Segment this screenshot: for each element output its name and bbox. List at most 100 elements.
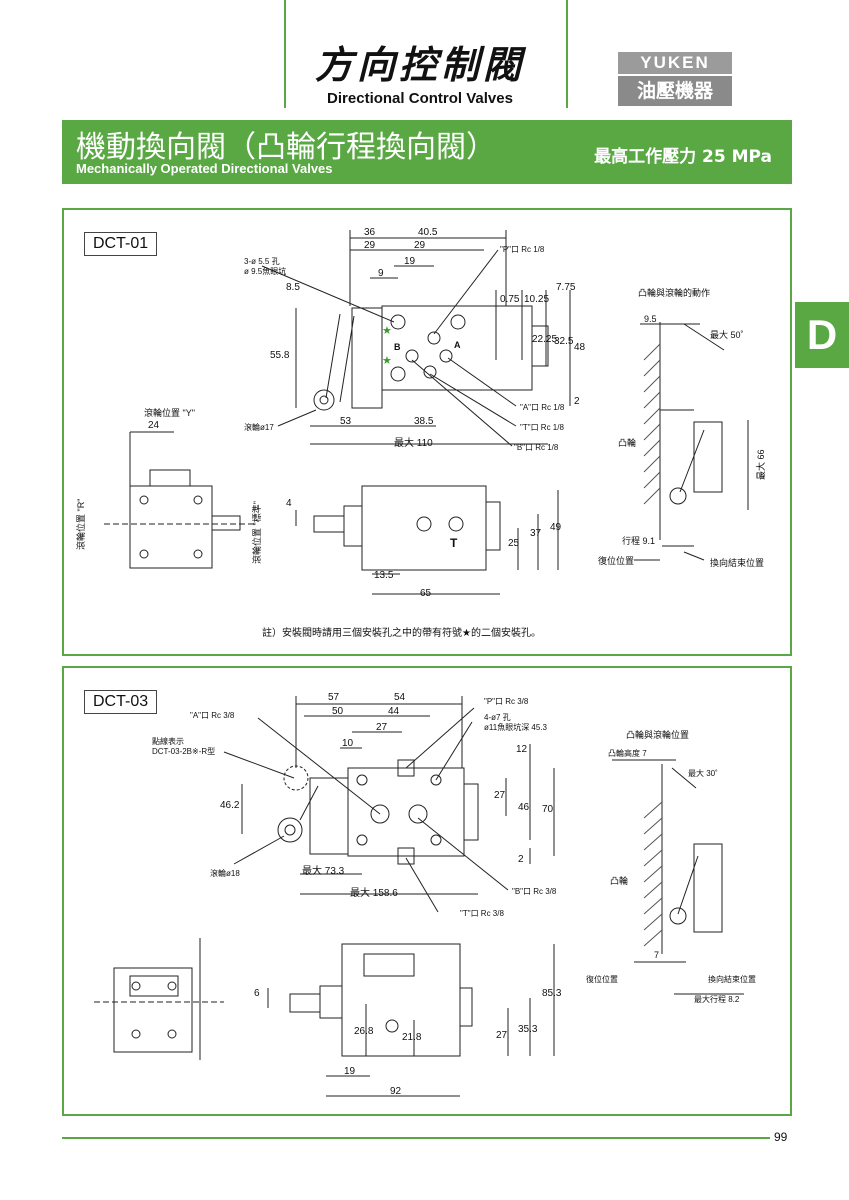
dct01-port-p (427, 331, 441, 345)
dct01-mount-hole-2 (450, 314, 466, 330)
dim-53: 53 (340, 416, 352, 427)
dct03-mount-hole (356, 774, 368, 786)
roller-pos-std: 滾輪位置 "標準" (252, 501, 262, 564)
leader-line (411, 359, 513, 447)
cam-hatching (643, 343, 661, 505)
dim-19: 19 (344, 1066, 356, 1077)
dct01-roller-hub (319, 395, 329, 405)
dim-10-25: 10.25 (524, 294, 550, 305)
dim-7-75: 7.75 (556, 282, 576, 293)
callout-holes: 3-ø 5.5 孔 (244, 257, 280, 266)
callout-t-port: "T"口 Rc 1/8 (520, 423, 564, 432)
dim-50: 50 (332, 706, 344, 717)
dct03-roller-dotted (283, 765, 309, 791)
dct03-front-cap (459, 987, 473, 1027)
star-icon: ★ (382, 325, 392, 337)
leader-line (257, 717, 381, 815)
angle-line (683, 323, 725, 351)
dct01-port-t (423, 365, 437, 379)
panel-dct03: DCT-03 (62, 666, 792, 1116)
max-pressure: 最高工作壓力 25 MPa (594, 147, 772, 167)
dct01-mount-hole-1 (390, 314, 406, 330)
dim-40-5: 40.5 (418, 227, 438, 238)
dim-25: 25 (508, 538, 520, 549)
leader-line (223, 751, 295, 779)
leader-line (417, 817, 509, 891)
dim-10: 10 (342, 738, 354, 749)
dct01-port-a (439, 349, 453, 363)
dct03-roller (277, 817, 303, 843)
leader-line (447, 357, 517, 407)
dct03-front-roller (289, 993, 321, 1013)
dct03-port-p (397, 759, 415, 777)
dim-27a: 27 (376, 722, 388, 733)
dim-29b: 29 (414, 240, 426, 251)
dim-24: 24 (148, 420, 160, 431)
dct01-roller (313, 389, 335, 411)
callout-holes: 4-ø7 孔 (484, 713, 511, 722)
dct03-front-window (363, 953, 415, 977)
cam-title: 凸輪與滾輪位置 (626, 730, 690, 740)
star-icon: ★ (382, 355, 392, 367)
angle-line (671, 767, 697, 789)
dim-27c: 27 (496, 1030, 508, 1041)
install-note: 註）安裝閥時請用三個安裝孔之中的帶有符號★的二個安裝孔。 (262, 628, 541, 639)
dct03-side-hole (131, 981, 141, 991)
cam-end: 換向結束位置 (708, 975, 756, 984)
dct03-mount-hole (430, 834, 442, 846)
banner-title-en: Mechanically Operated Directional Valves (76, 161, 333, 176)
page-number: 99 (774, 1130, 788, 1144)
roller-pos-y: 滾輪位置 "Y" (144, 408, 195, 418)
dim-19: 19 (404, 256, 416, 267)
dct03-lever (299, 785, 319, 821)
dct01-front-port (416, 516, 432, 532)
dim-max73-3: 最大 73.3 (302, 866, 345, 877)
section-tab-d: D (795, 302, 849, 368)
dct03-side-hole (167, 981, 177, 991)
cam-lever (679, 429, 705, 493)
section-title-zh: 方向控制閥 (314, 43, 525, 87)
dim-2: 2 (518, 854, 524, 865)
cam-dim-7: 7 (654, 950, 660, 960)
dim-37: 37 (530, 528, 542, 539)
dim-13-5: 13.5 (374, 570, 394, 581)
dct01-side-roller (211, 515, 241, 531)
dct03-mount-hole (430, 774, 442, 786)
cam-hatching (643, 801, 663, 947)
dct01-front-roller (313, 515, 345, 533)
dim-70: 70 (542, 804, 554, 815)
dct01-front-view (361, 485, 487, 571)
callout-t-port: "T"口 Rc 3/8 (460, 909, 504, 918)
cam-valve-body (693, 421, 723, 493)
cam-label: 凸輪 (610, 876, 629, 886)
dim-54: 54 (394, 692, 406, 703)
dct03-front-port (385, 1019, 399, 1033)
leader-line (405, 857, 439, 913)
cam-max50: 最大 50˚ (710, 330, 744, 340)
dct01-side-hole (193, 549, 203, 559)
dct01-lever-housing (351, 307, 383, 409)
dct03-drawing (94, 696, 744, 1097)
logo-brand: YUKEN (618, 52, 732, 74)
dim-35-3: 35.3 (518, 1024, 538, 1035)
dct03-front-view (341, 943, 461, 1057)
dim-36: 36 (364, 227, 376, 238)
dct01-mount-hole-3 (390, 366, 406, 382)
dct03-side-hole (167, 1029, 177, 1039)
callout-roller: 滾輪ø17 (244, 423, 274, 432)
dct03-end-cap (463, 783, 479, 841)
header-divider-left (284, 0, 286, 108)
dct01-lever (339, 315, 355, 403)
dim-max110: 最大 110 (394, 438, 433, 449)
dim-32-5: 32.5 (554, 336, 574, 347)
dim-26-8: 26.8 (354, 1026, 374, 1037)
leader-line (277, 409, 317, 427)
cam-end: 換向結束位置 (710, 558, 765, 568)
port-t-label: T (450, 536, 458, 550)
dim-2: 2 (574, 396, 580, 407)
dim-22-25: 22.25 (532, 334, 558, 345)
cam-max-stroke: 最大行程 8.2 (694, 995, 740, 1004)
model-label-dct03: DCT-03 (84, 690, 158, 714)
dct03-port-b (408, 804, 428, 824)
section-title-en: Directional Control Valves (327, 90, 513, 107)
